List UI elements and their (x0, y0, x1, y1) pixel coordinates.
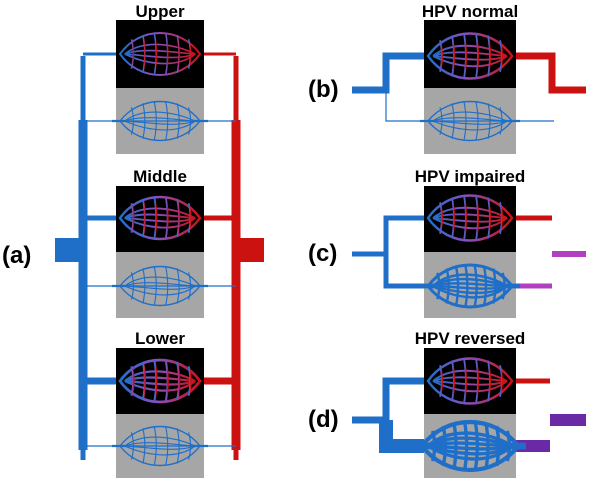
panel-b-label: (b) (308, 76, 339, 103)
shunt-path-b (385, 90, 554, 122)
hpv-normal-title: HPV normal (421, 2, 519, 21)
middle-region-title: Middle (133, 167, 187, 186)
artery-path-d (352, 377, 424, 424)
upper-region-title: Upper (135, 2, 185, 21)
panel-c-label: (c) (308, 240, 338, 267)
unvent-network-a-1 (112, 265, 208, 307)
artery-path-b (352, 52, 424, 94)
artery-path-c (352, 215, 424, 257)
hpv-impaired-title: HPV impaired (414, 167, 526, 186)
artery-path-d-lower (379, 420, 424, 453)
panel-d-label: (d) (308, 406, 339, 433)
unvent-network-d (414, 419, 526, 473)
unventilated-region-a-1 (116, 252, 204, 318)
vent-network-c (420, 194, 520, 242)
unvent-network-a-0 (112, 100, 208, 142)
panel-a-label: (a) (2, 242, 32, 269)
unvent-network-a-2 (112, 425, 208, 467)
artery-inlet-a (55, 238, 83, 262)
unvent-network-c (420, 263, 520, 309)
hpv-reversed-title: HPV reversed (414, 329, 526, 348)
vent-network-a-0 (112, 32, 208, 76)
unvent-network-b (420, 100, 520, 142)
vent-network-b (420, 32, 520, 80)
vein-outlet-a (236, 238, 264, 262)
artery-path-c-lower (383, 254, 424, 289)
vent-network-d (420, 357, 520, 405)
vent-network-a-2 (112, 358, 208, 404)
lower-region-title: Lower (134, 329, 186, 348)
vein-path-b (516, 52, 586, 94)
vent-network-a-1 (112, 195, 208, 241)
